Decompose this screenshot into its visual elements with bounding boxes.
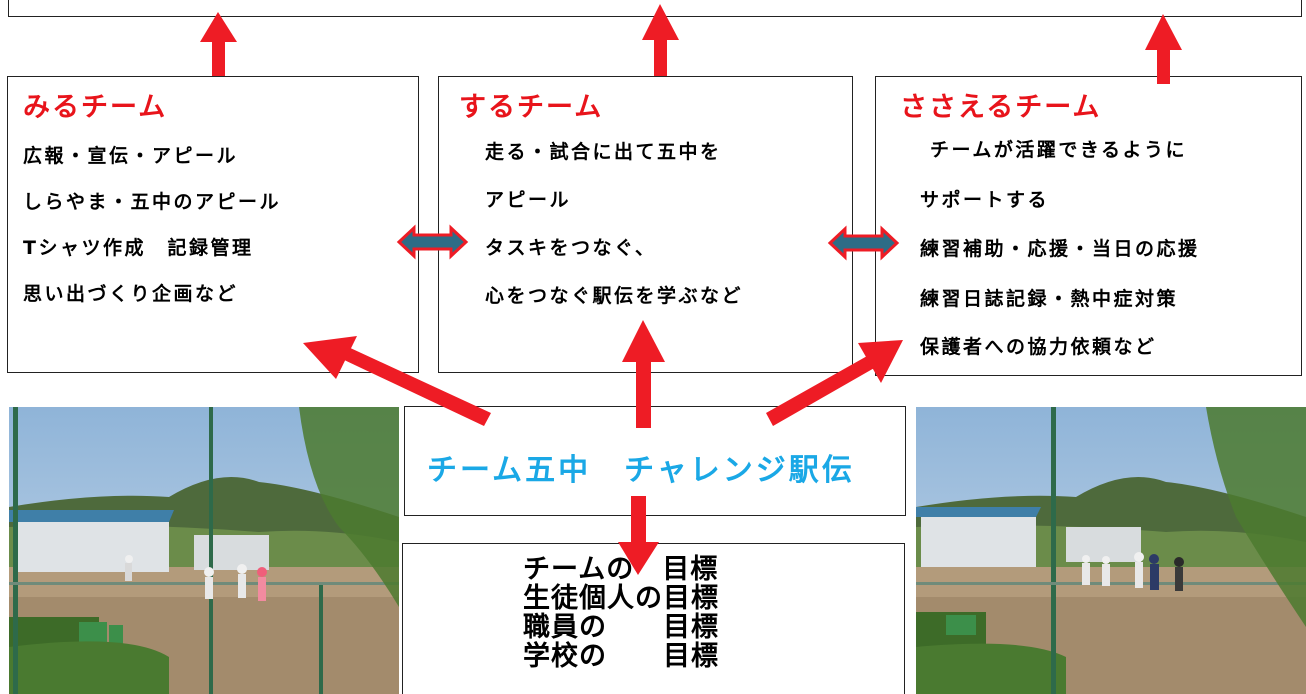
sasaeru-team-line-1: チームが活躍できるように	[930, 139, 1188, 161]
suru-team-box: するチーム 走る・試合に出て五中を アピール タスキをつなぐ、 心をつなぐ駅伝を…	[438, 76, 853, 373]
suru-team-line-4: 心をつなぐ駅伝を学ぶなど	[485, 285, 744, 307]
arrow-down-to-goals	[618, 496, 659, 575]
arrow-up-sasaeru	[1145, 14, 1182, 84]
goal-school: 学校の 目標	[523, 641, 719, 672]
miru-team-title: みるチーム	[23, 92, 168, 123]
arrow-up-miru	[200, 12, 237, 76]
field-photo-right	[916, 407, 1306, 694]
arrow-center-to-suru	[622, 320, 665, 428]
sasaeru-team-box: ささえるチーム チームが活躍できるように サポートする 練習補助・応援・当日の応…	[875, 76, 1302, 376]
sasaeru-team-line-2: サポートする	[920, 189, 1050, 211]
sasaeru-team-line-3: 練習補助・応援・当日の応援	[920, 238, 1200, 260]
field-photo-left	[9, 407, 399, 694]
goal-team: チームの 目標	[523, 554, 719, 585]
goal-student: 生徒個人の目標	[523, 583, 719, 614]
challenge-ekiden-title: チーム五中 チャレンジ駅伝	[427, 453, 855, 488]
sasaeru-team-line-5: 保護者への協力依頼など	[920, 336, 1157, 358]
goals-box: チームの 目標 生徒個人の目標 職員の 目標 学校の 目標	[402, 543, 905, 694]
arrow-up-suru	[642, 4, 679, 76]
suru-team-line-3: タスキをつなぐ、	[485, 237, 657, 259]
double-arrow-suru-sasaeru	[827, 225, 900, 261]
arrow-center-to-miru	[303, 336, 491, 426]
miru-team-line-3: Tシャツ作成 記録管理	[23, 237, 254, 259]
goal-staff: 職員の 目標	[523, 612, 719, 643]
sasaeru-team-title: ささえるチーム	[900, 92, 1102, 123]
suru-team-title: するチーム	[459, 92, 604, 123]
double-arrow-miru-suru	[396, 224, 469, 260]
miru-team-line-4: 思い出づくり企画など	[23, 283, 239, 305]
challenge-ekiden-box: チーム五中 チャレンジ駅伝	[404, 406, 906, 516]
suru-team-line-2: アピール	[485, 189, 572, 211]
sasaeru-team-line-4: 練習日誌記録・熱中症対策	[920, 288, 1179, 310]
arrow-center-to-sasaeru	[766, 340, 903, 426]
miru-team-line-1: 広報・宣伝・アピール	[23, 145, 239, 167]
miru-team-box: みるチーム 広報・宣伝・アピール しらやま・五中のアピール Tシャツ作成 記録管…	[7, 76, 419, 373]
miru-team-line-2: しらやま・五中のアピール	[23, 191, 282, 213]
suru-team-line-1: 走る・試合に出て五中を	[485, 141, 722, 163]
